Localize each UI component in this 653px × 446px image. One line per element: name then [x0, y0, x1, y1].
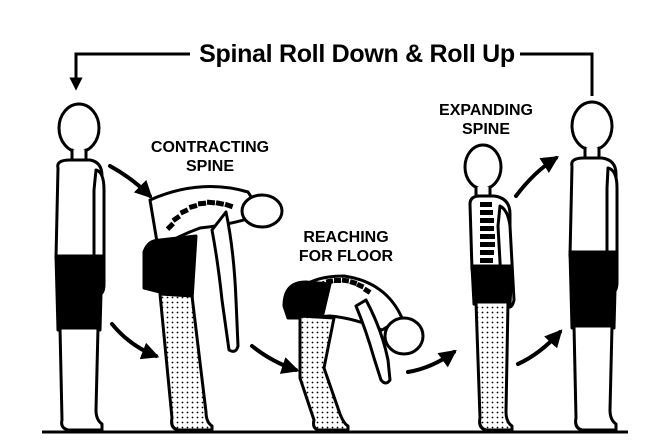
contracting-label-line2: SPINE — [185, 158, 234, 175]
reaching-label-line1: REACHING — [303, 229, 389, 246]
reaching-floor-label: REACHING FOR FLOOR — [286, 228, 406, 266]
arrow-to-contracting-bottom — [110, 322, 160, 360]
arrow-to-reaching — [250, 344, 300, 374]
arrow-to-expanding — [406, 349, 457, 374]
expanding-label-line2: SPINE — [461, 121, 510, 138]
arrow-to-contracting-top — [108, 164, 153, 199]
expanding-figure — [463, 143, 516, 432]
reaching-vertebrae — [317, 277, 372, 295]
expanding-label-line1: EXPANDING — [439, 102, 533, 119]
diagram-title: Spinal Roll Down & Roll Up — [196, 34, 518, 74]
expanding-spine-label: EXPANDING SPINE — [424, 101, 548, 139]
contracting-label-line1: CONTRACTING — [150, 139, 270, 156]
arrow-to-standing-bottom — [516, 329, 563, 366]
contracting-spine-label: CONTRACTING SPINE — [140, 138, 280, 176]
standing-figure-right — [568, 100, 619, 432]
arrow-to-standing-top — [514, 156, 559, 198]
contracting-figure — [142, 185, 284, 432]
standing-figure-left — [54, 102, 106, 432]
loop-connector-right — [520, 52, 594, 96]
expanding-vertebrae — [480, 202, 495, 263]
loop-connector — [69, 52, 190, 91]
reaching-label-line2: FOR FLOOR — [298, 248, 394, 265]
transition-arrows — [108, 156, 563, 374]
reaching-figure — [282, 274, 425, 432]
contracting-vertebrae — [165, 199, 234, 231]
